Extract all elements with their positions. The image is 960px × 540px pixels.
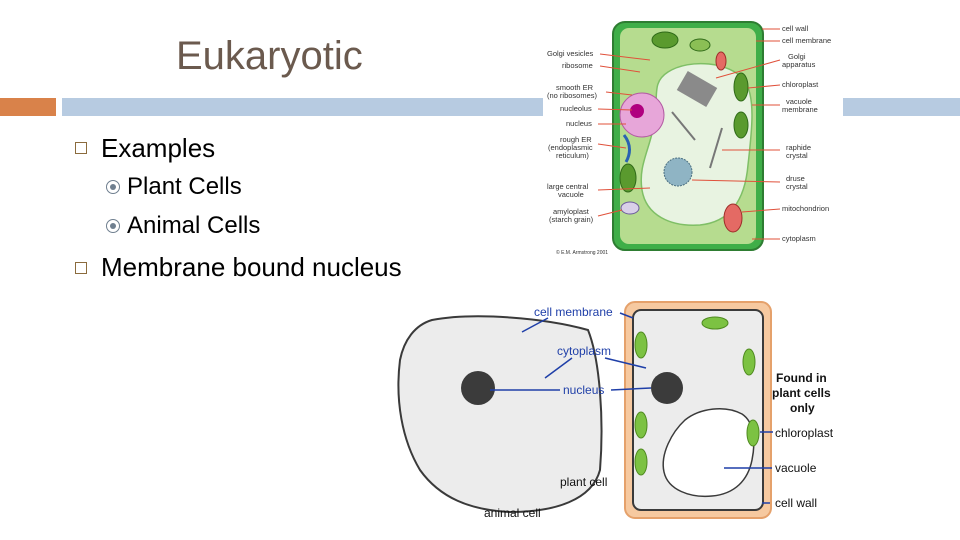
label-crystal-2: crystal [786, 182, 808, 191]
chloroplast-shape [733, 72, 749, 102]
square-bullet-icon [75, 262, 87, 274]
label-chloroplast-comparison: chloroplast [775, 426, 834, 440]
label-amyloplast: amyloplast [553, 207, 590, 216]
nucleolus-shape [630, 104, 644, 118]
label-vacuole-comparison: vacuole [775, 461, 817, 475]
label-nucleus: nucleus [566, 119, 592, 128]
label-only: only [790, 401, 815, 415]
label-crystal-1: crystal [786, 151, 808, 160]
mitochondrion-shape [715, 51, 727, 71]
label-vacuole: vacuole [558, 190, 584, 199]
label-mitochondrion: mitochondrion [782, 204, 829, 213]
image-credit: © E.M. Armstrong 2001 [556, 249, 608, 256]
label-cell-wall-comparison: cell wall [775, 496, 817, 510]
plant-cell-vacuole [662, 408, 755, 498]
druse-crystal-shape [663, 157, 693, 187]
label-raphide: raphide [786, 143, 811, 152]
raphide-crystal-shape [671, 111, 696, 141]
label-cytoplasm-comparison: cytoplasm [557, 344, 611, 358]
label-druse: druse [786, 174, 805, 183]
label-membrane: membrane [782, 105, 818, 114]
label-no-ribosomes: (no ribosomes) [547, 91, 598, 100]
label-smooth-er: smooth ER [556, 83, 594, 92]
golgi-apparatus-shape [676, 70, 718, 108]
label-animal-cell: animal cell [484, 506, 541, 520]
label-found-in: Found in [776, 371, 827, 385]
circle-bullet-icon [106, 219, 120, 233]
label-plant-cells: plant cells [772, 386, 831, 400]
chloroplast-shape [689, 38, 711, 52]
square-bullet-icon [75, 142, 87, 154]
label-plant-cell: plant cell [560, 475, 607, 489]
animal-cell-membrane [397, 315, 603, 514]
raphide-crystal-shape [709, 127, 723, 169]
label-endoplasmic: (endoplasmic [548, 143, 593, 152]
sub-bullet-plant-cells: Plant Cells [127, 173, 242, 200]
label-cell-wall: cell wall [782, 24, 809, 33]
plant-cell-chloroplasts [634, 316, 760, 476]
bullet-examples: Examples [101, 133, 216, 163]
amyloplast-shape [620, 201, 640, 215]
mitochondrion-shape [723, 203, 743, 233]
label-golgi-vesicles: Golgi vesicles [547, 49, 594, 58]
sub-bullet-animal-cells: Animal Cells [127, 212, 261, 239]
label-pointers [597, 28, 781, 240]
label-reticulum: reticulum) [556, 151, 589, 160]
chloroplast-shape [651, 31, 679, 49]
label-rough-er: rough ER [560, 135, 592, 144]
label-nucleus-comparison: nucleus [563, 383, 604, 397]
label-nucleolus: nucleolus [560, 104, 592, 113]
rough-er-shape [622, 134, 631, 163]
header-accent-orange [0, 98, 56, 116]
label-golgi: Golgi [788, 52, 806, 61]
label-large-central: large central [547, 182, 589, 191]
label-ribosome: ribosome [562, 61, 593, 70]
animal-cell-nucleus [461, 371, 495, 405]
label-cell-membrane: cell membrane [782, 36, 831, 45]
label-cell-membrane-comparison: cell membrane [534, 305, 613, 319]
circle-bullet-icon [106, 180, 120, 194]
label-vacuole-right: vacuole [786, 97, 812, 106]
chloroplast-shape [733, 111, 749, 139]
bullet-membrane-nucleus: Membrane bound nucleus [101, 252, 402, 282]
comparison-pointers [490, 312, 773, 504]
label-chloroplast: chloroplast [782, 80, 819, 89]
slide-title: Eukaryotic [176, 34, 363, 78]
chloroplast-shape [619, 163, 637, 193]
label-starch-grain: (starch grain) [549, 215, 594, 224]
label-apparatus: apparatus [782, 60, 816, 69]
label-cytoplasm: cytoplasm [782, 234, 816, 243]
plant-cell-nucleus [651, 372, 683, 404]
